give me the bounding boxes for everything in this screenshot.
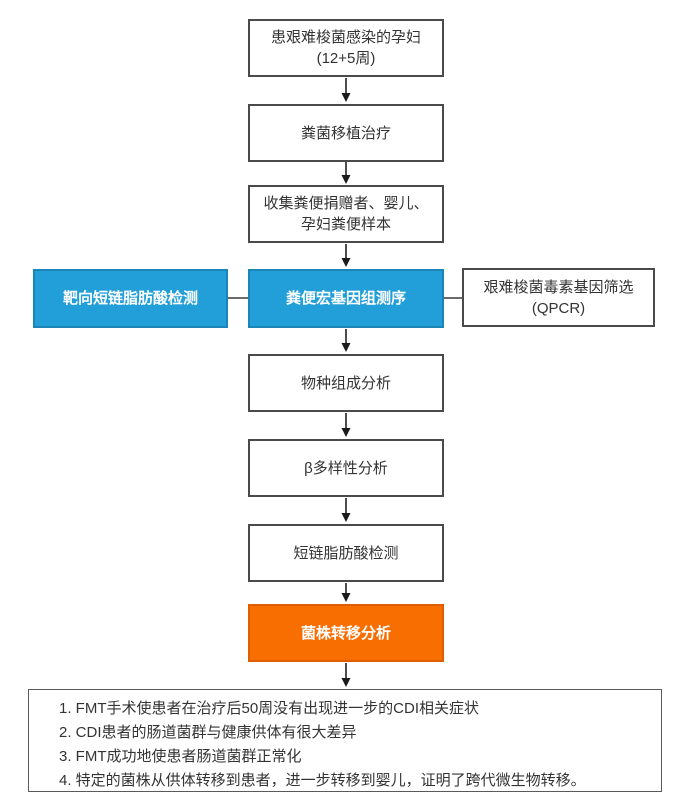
arrow-head-icon	[341, 93, 351, 102]
arrow-head-icon	[341, 428, 351, 437]
node-pregnant-cdi-patient: 患艰难梭菌感染的孕妇 (12+5周)	[248, 19, 444, 77]
arrow-head-icon	[341, 513, 351, 522]
node-scfa-detection: 短链脂肪酸检测	[248, 524, 444, 582]
node-sample-collection: 收集粪便捐赠者、婴儿、 孕妇粪便样本	[248, 185, 444, 243]
node-fecal-metagenome-sequencing: 粪便宏基因组测序	[248, 269, 444, 328]
arrow-head-icon	[341, 343, 351, 352]
node-species-composition-analysis: 物种组成分析	[248, 354, 444, 412]
arrow-head-icon	[341, 258, 351, 267]
node-targeted-scfa-detection: 靶向短链脂肪酸检测	[33, 269, 228, 328]
node-beta-diversity-analysis: β多样性分析	[248, 439, 444, 497]
node-conclusions-summary: 1. FMT手术使患者在治疗后50周没有出现进一步的CDI相关症状 2. CDI…	[28, 689, 662, 792]
arrow-head-icon	[341, 175, 351, 184]
arrow-head-icon	[341, 593, 351, 602]
node-toxin-gene-screening-qpcr: 艰难梭菌毒素基因筛选 (QPCR)	[462, 268, 655, 327]
node-fmt-treatment: 粪菌移植治疗	[248, 104, 444, 162]
arrow-heads	[341, 93, 351, 687]
node-strain-transfer-analysis: 菌株转移分析	[248, 604, 444, 662]
arrow-head-icon	[341, 678, 351, 687]
